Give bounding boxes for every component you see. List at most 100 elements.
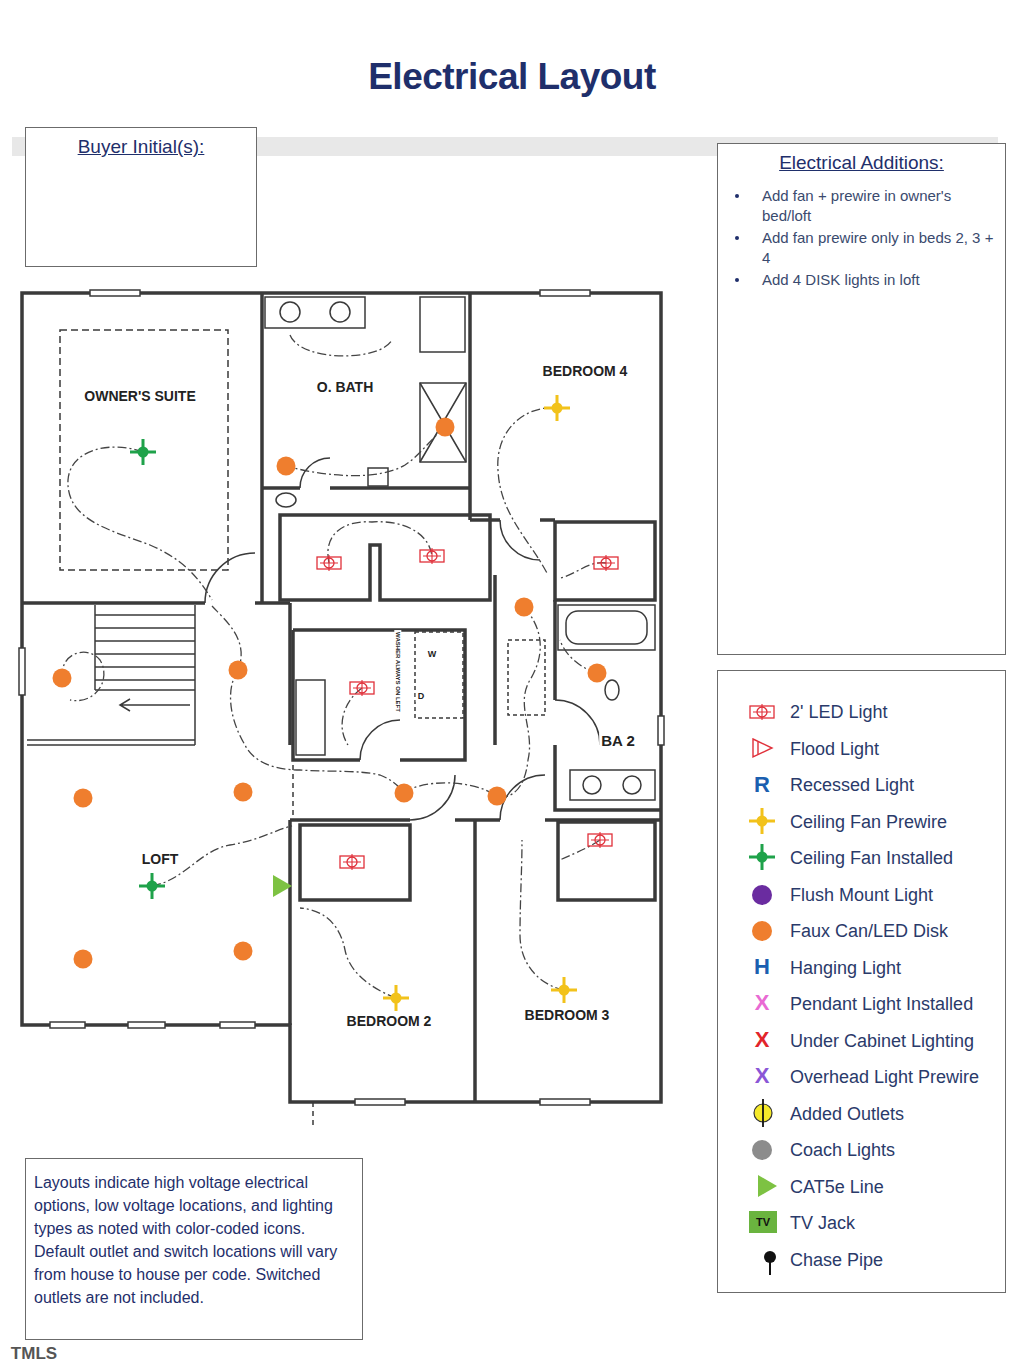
switch-wiring	[404, 783, 497, 796]
wall-details	[583, 776, 601, 794]
windows	[19, 648, 25, 695]
led-disks	[395, 784, 414, 803]
wall-details	[555, 700, 600, 745]
wall-details	[570, 770, 655, 800]
wall-details	[296, 680, 325, 755]
walls	[288, 820, 292, 1025]
switch-wiring	[300, 908, 396, 998]
switch-wiring	[68, 447, 212, 600]
bullet-text: Add fan prewire only in beds 2, 3 + 4	[762, 228, 999, 268]
legend-text: Ceiling Fan Prewire	[790, 811, 947, 833]
legend-letter: TV	[756, 1216, 770, 1228]
windows	[355, 1099, 405, 1105]
walls	[300, 825, 410, 900]
room-name: LOFT	[140, 852, 181, 867]
fans-installed	[130, 439, 165, 899]
wall-details	[265, 297, 365, 328]
wall-details	[60, 330, 228, 570]
plan-note: WASHER ALWAYS ON LEFT	[395, 630, 402, 714]
page-title: Electrical Layout	[0, 56, 1024, 98]
legend-panel	[717, 670, 1006, 1293]
wall-details	[330, 302, 350, 322]
windows	[658, 716, 664, 745]
wall-details	[120, 699, 190, 711]
bullet-text: Add 4 DISK lights in loft	[762, 270, 999, 290]
wall-details	[95, 605, 195, 745]
bullet-row: Add fan + prewire in owner's bed/loft	[718, 186, 1005, 226]
switch-wiring	[328, 522, 432, 563]
switch-wiring	[560, 840, 600, 860]
legend-text: Recessed Light	[790, 774, 914, 796]
legend-text: Chase Pipe	[790, 1249, 883, 1271]
switch-wiring	[342, 688, 362, 745]
walls	[22, 293, 661, 1102]
wall-details	[605, 680, 619, 700]
led-disks	[74, 950, 93, 969]
wall-details	[368, 468, 388, 486]
switch-wiring	[560, 563, 606, 578]
walls	[555, 522, 655, 600]
switch-wiring	[498, 408, 557, 575]
legend-text: Hanging Light	[790, 957, 901, 979]
room-name: BEDROOM 2	[345, 1014, 434, 1029]
wall-details	[508, 640, 545, 715]
switch-wiring	[286, 427, 445, 476]
windows	[50, 1022, 85, 1028]
wall-details	[558, 605, 655, 650]
initials-box: Buyer Initial(s):	[25, 127, 257, 267]
fans-installed	[130, 439, 156, 465]
legend-text: Flood Light	[790, 738, 879, 760]
legend-text: Flush Mount Light	[790, 884, 933, 906]
wall-details	[300, 458, 330, 488]
bullet-dot	[735, 236, 739, 240]
legend-letter: R	[754, 773, 770, 797]
box-heading: Electrical Additions:	[718, 144, 1005, 174]
led-disks	[234, 783, 253, 802]
fan-prewires	[544, 395, 570, 421]
legend-samples	[749, 1211, 777, 1233]
fan-prewires	[383, 985, 409, 1011]
legend-swatch	[752, 885, 772, 905]
legend-samples	[749, 808, 775, 834]
wall-details	[360, 720, 400, 760]
switch-wiring	[520, 840, 564, 990]
wall-details	[280, 302, 300, 322]
bullet-row: Add fan prewire only in beds 2, 3 + 4	[718, 228, 1005, 268]
switch-wiring	[290, 335, 392, 356]
watermark: TMLS	[11, 1345, 57, 1364]
wall-details	[95, 615, 195, 690]
fan-prewires	[383, 395, 577, 1011]
legend-samples	[757, 742, 758, 754]
led-lights	[594, 555, 618, 571]
fan-prewires	[551, 977, 577, 1003]
legend-samples	[753, 739, 772, 757]
wall-details	[27, 740, 195, 745]
cat5e-mark	[273, 875, 292, 897]
walls	[555, 600, 661, 810]
walls	[22, 601, 290, 605]
legend-text: Added Outlets	[790, 1103, 904, 1125]
walls	[493, 575, 497, 745]
wall-details	[566, 611, 647, 644]
room-name: BEDROOM 4	[541, 364, 630, 379]
legend-text: TV Jack	[790, 1212, 855, 1234]
legend-text: CAT5e Line	[790, 1176, 884, 1198]
room-name: OWNER'S SUITE	[82, 389, 197, 404]
walls	[260, 293, 264, 603]
bullet-row: Add 4 DISK lights in loft	[718, 270, 1005, 290]
walls	[280, 515, 490, 600]
walls	[22, 293, 661, 1102]
legend-text: Coach Lights	[790, 1139, 895, 1161]
legend-text: 2' LED Light	[790, 701, 888, 723]
walls	[262, 486, 470, 490]
led-disks	[229, 661, 248, 680]
legend-samples	[764, 1251, 776, 1275]
room-name: BA 2	[599, 733, 637, 750]
led-disks	[74, 789, 93, 808]
legend-samples	[749, 844, 775, 870]
led-disks	[234, 942, 253, 961]
led-lights	[317, 555, 341, 571]
additions-box: Electrical Additions: Add fan + prewire i…	[717, 143, 1006, 655]
led-lights	[317, 548, 618, 870]
